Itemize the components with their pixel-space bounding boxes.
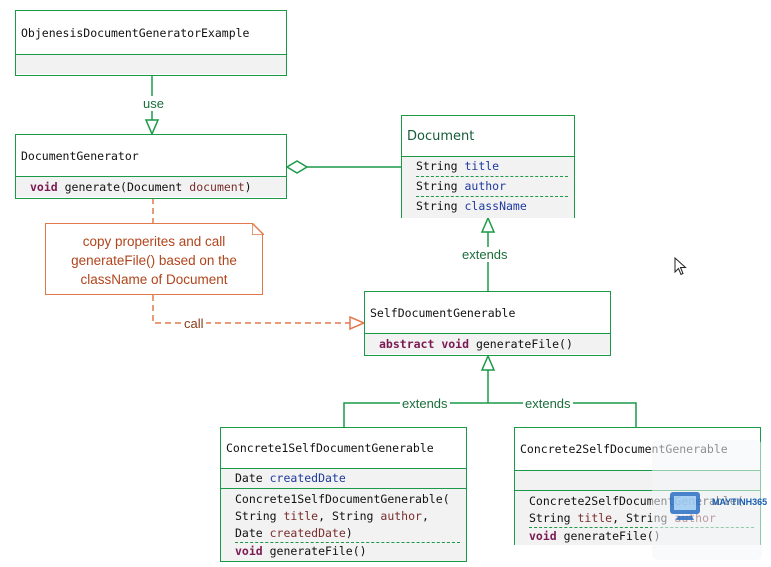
extends-concrete-arrowhead [480, 354, 496, 371]
class-body [16, 54, 286, 74]
note-line1: copy properites and call [82, 234, 226, 249]
class-document[interactable]: Document String title String author Stri… [401, 115, 575, 218]
constructor-line1: Concrete1SelfDocumentGenerable( [235, 492, 450, 506]
class-methods: Concrete1SelfDocumentGenerable( String t… [221, 488, 466, 561]
label-call: call [182, 316, 206, 331]
class-objenesis-example[interactable]: ObjenesisDocumentGeneratorExample [15, 10, 287, 76]
class-fields: Date createdDate [221, 468, 466, 488]
class-methods: void generate(Document document) [16, 176, 286, 197]
use-arrowhead [144, 119, 160, 136]
field-author: String author [416, 176, 568, 196]
aggregation-diamond [285, 160, 309, 174]
note-line2: generateFile() based on the [71, 253, 237, 268]
field-created-date: Date createdDate [235, 471, 346, 485]
constructor-line2: String title, String author, [235, 509, 429, 523]
class-document-generator[interactable]: DocumentGenerator void generate(Document… [15, 134, 287, 199]
class-methods: abstract void generateFile() [365, 333, 610, 354]
class-self-document-generable[interactable]: SelfDocumentGenerable abstract void gene… [364, 291, 611, 356]
field-title: String title [416, 159, 500, 173]
field-classname: String className [416, 196, 568, 216]
label-extends-concrete1: extends [400, 396, 450, 411]
method-generate: void generate(Document document) [30, 180, 252, 194]
extends-branches [343, 402, 637, 428]
label-extends-document: extends [460, 247, 510, 262]
class-name: Document [407, 128, 475, 144]
class-name: SelfDocumentGenerable [370, 305, 516, 320]
class-name: Concrete1SelfDocumentGenerable [226, 441, 434, 455]
class-concrete1[interactable]: Concrete1SelfDocumentGenerable Date crea… [220, 427, 467, 562]
note-fold-corner [251, 222, 264, 235]
label-use: use [141, 96, 166, 111]
extends-document-arrowhead [480, 216, 496, 233]
method-generate-file: void generateFile() [529, 527, 754, 545]
method-generate-file: void generateFile() [235, 542, 460, 561]
method-generate-file: abstract void generateFile() [379, 337, 573, 351]
watermark-logo-icon [670, 492, 700, 520]
call-arrowhead [349, 315, 366, 331]
class-name: ObjenesisDocumentGeneratorExample [21, 25, 250, 40]
note-line3: className of Document [80, 272, 228, 287]
label-extends-concrete2: extends [523, 396, 573, 411]
class-fields: String title String author String classN… [402, 156, 574, 218]
constructor-line3: Date createdDate) [235, 526, 353, 540]
note-box: copy properites and call generateFile() … [45, 222, 264, 295]
mouse-cursor-icon [674, 257, 687, 276]
watermark-brand: MAYTINH365 [712, 497, 768, 507]
class-name: DocumentGenerator [21, 148, 139, 163]
